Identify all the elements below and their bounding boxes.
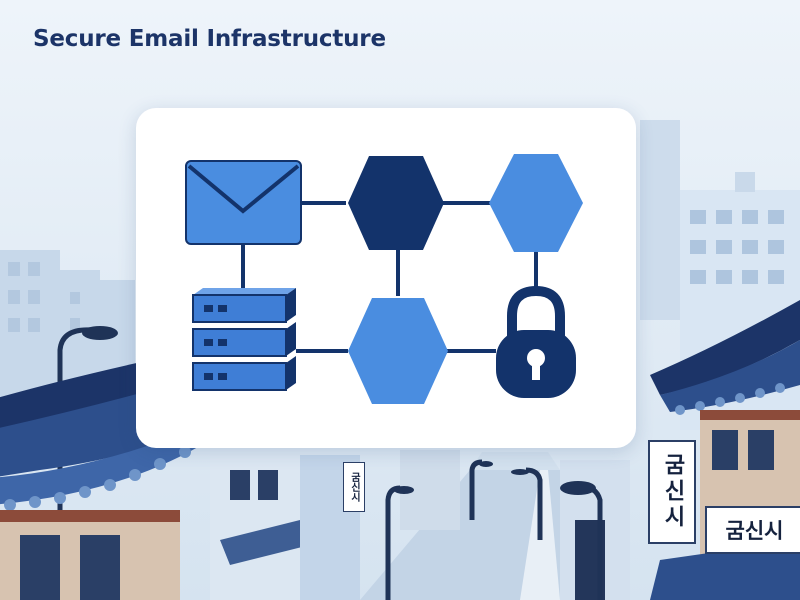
diagram-card — [136, 108, 636, 448]
hexagon-right-icon — [489, 154, 583, 252]
hanok-roof-right — [650, 300, 800, 600]
shop-sign-vertical-right: 굼신시 — [648, 440, 696, 544]
server-rack-icon — [192, 288, 296, 391]
hexagon-center-icon — [348, 156, 444, 250]
envelope-icon — [185, 160, 302, 245]
shop-sign-horizontal-right: 굼신시 — [705, 506, 800, 554]
connector-lines — [241, 201, 538, 353]
page-title: Secure Email Infrastructure — [33, 26, 386, 52]
padlock-icon — [496, 285, 576, 398]
shop-sign-vertical-mid: 굼신시 — [343, 462, 365, 512]
hexagon-lower-icon — [348, 298, 448, 404]
